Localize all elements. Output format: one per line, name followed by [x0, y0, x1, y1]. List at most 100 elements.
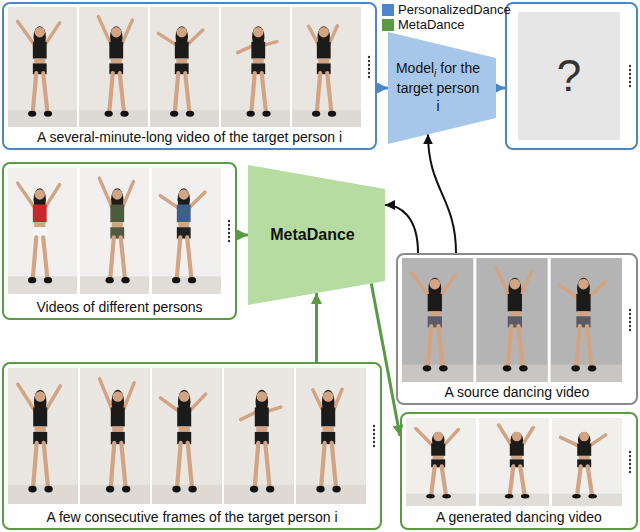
shoe [122, 486, 130, 493]
continuation-dot [629, 317, 631, 319]
photo-frame [221, 7, 290, 127]
photo-frame [402, 258, 473, 382]
continuation-dot [373, 429, 375, 431]
leg [587, 326, 591, 366]
arm [189, 192, 205, 208]
leg [255, 443, 258, 487]
shoe [106, 486, 114, 493]
continuation-dot [373, 433, 375, 435]
legend-row: MetaDance [382, 17, 511, 32]
head [323, 391, 334, 402]
leg [187, 237, 191, 277]
leg [43, 73, 47, 111]
arm [121, 20, 132, 45]
leg [510, 466, 514, 494]
photo-frame [552, 418, 622, 506]
trapezoid-fill [388, 32, 496, 144]
torso [33, 205, 47, 223]
trapezoid-fill [248, 165, 385, 305]
torso [175, 42, 189, 59]
leg [262, 73, 266, 111]
torso [110, 205, 124, 223]
shoe [439, 365, 448, 371]
arm [496, 268, 510, 298]
shoe [503, 365, 512, 371]
shoe [44, 111, 52, 117]
photo-floor [402, 365, 473, 382]
photo-frame [551, 258, 622, 382]
shoe [28, 277, 36, 283]
panel-caption: Videos of different persons [33, 299, 205, 315]
leg [177, 443, 181, 487]
shoe [588, 494, 596, 498]
photo-floor [296, 485, 366, 504]
shoe [588, 365, 597, 371]
continuation-dot [629, 81, 631, 83]
photo-frame [479, 418, 549, 506]
photo-strip [8, 168, 230, 294]
arm [18, 183, 35, 208]
leg [120, 73, 124, 111]
head [35, 27, 45, 37]
head [429, 279, 440, 290]
midriff [179, 426, 190, 431]
leg [321, 443, 325, 487]
image-panel: A several-minute-long video of the targe… [2, 2, 377, 150]
continuation-dot [629, 455, 631, 457]
leg [33, 73, 36, 111]
continuation-dot [368, 64, 370, 66]
leg [428, 326, 432, 366]
midriff [176, 59, 187, 64]
leg [121, 237, 125, 277]
arm [18, 21, 35, 45]
torso [177, 407, 191, 426]
head [510, 279, 521, 290]
continuation-dot [373, 441, 375, 443]
midriff [318, 59, 329, 64]
continuation-dot [629, 471, 631, 473]
torso [33, 42, 47, 59]
network-name: Model [396, 60, 434, 76]
legend-row: PersonalizedDance [382, 2, 511, 17]
midriff [112, 426, 123, 431]
image-panel: ? [505, 2, 638, 150]
photo-frame [80, 368, 150, 504]
torso [576, 294, 590, 311]
arm [160, 398, 179, 412]
head [111, 27, 121, 37]
leg [44, 443, 48, 487]
photo-strip [8, 7, 370, 127]
shoe [572, 494, 580, 498]
leg [121, 443, 125, 487]
arm [588, 282, 605, 298]
shoe [316, 486, 324, 493]
photo-floor [8, 276, 77, 294]
leg [177, 237, 180, 277]
torso [577, 444, 591, 456]
photo-strip [406, 418, 631, 506]
continuation-dot [373, 425, 375, 427]
panel-caption: A source dancing video [442, 384, 593, 400]
shoe [332, 486, 340, 493]
flow-arrow [428, 134, 456, 253]
shoe [262, 111, 270, 117]
photo-floor [80, 485, 150, 504]
flow-arrow [385, 205, 418, 253]
label-wrap: MetaDance [254, 226, 371, 244]
head [113, 391, 124, 402]
continuation-dot [629, 329, 631, 331]
head [179, 391, 190, 402]
flow-arrow [377, 87, 388, 90]
photo-strip [402, 258, 631, 382]
head [112, 189, 122, 199]
arm [45, 185, 60, 209]
network-name: MetaDance [270, 226, 354, 243]
continuation-dot [368, 56, 370, 58]
shoe [423, 365, 432, 371]
torso [431, 444, 445, 456]
photo-floor [80, 276, 149, 294]
leg [442, 466, 446, 494]
leg [327, 73, 331, 111]
image-panel: Videos of different persons [2, 162, 237, 320]
